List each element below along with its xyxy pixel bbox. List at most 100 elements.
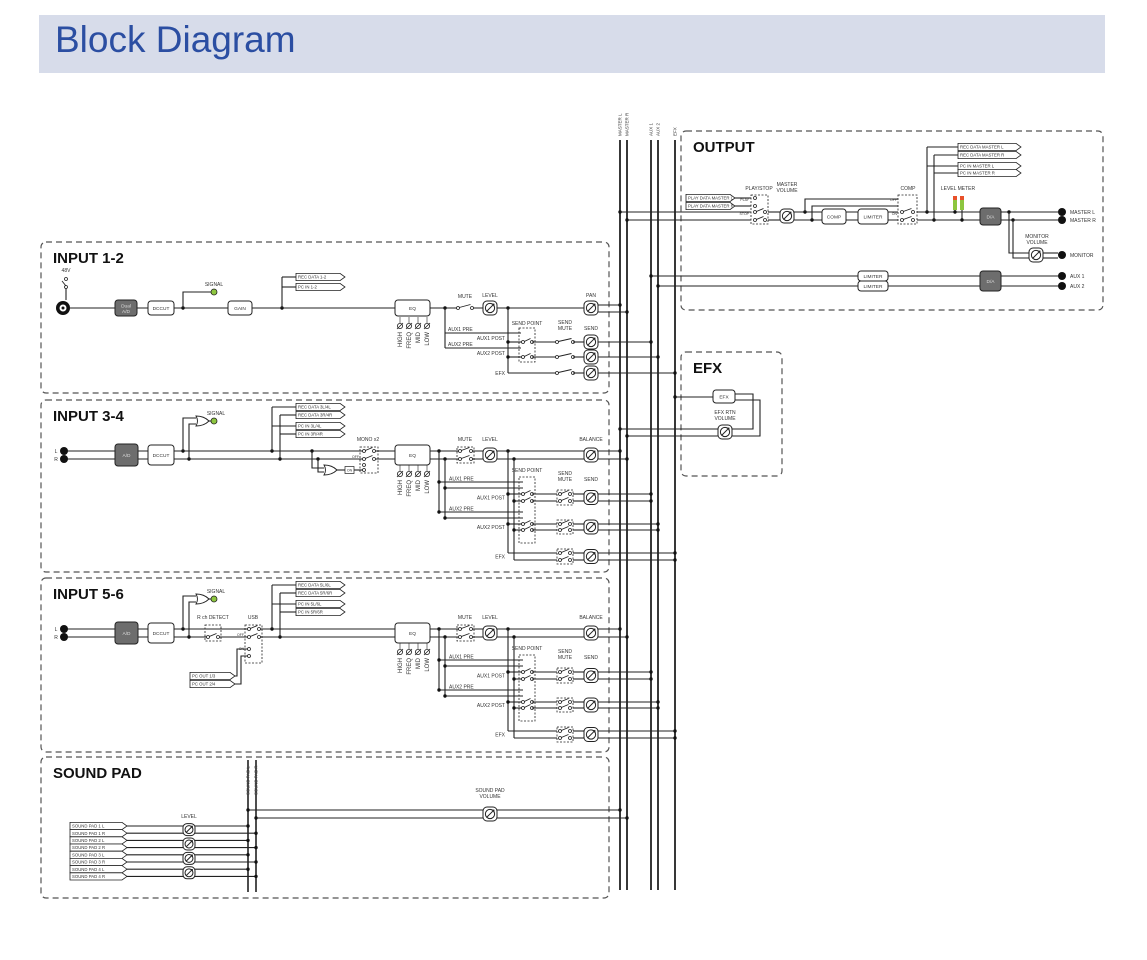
dccut-block xyxy=(147,444,175,466)
bus-label-aux2: AUX 2 xyxy=(656,122,661,136)
junction-dot xyxy=(625,816,629,820)
diagram-label: ON xyxy=(892,212,898,216)
play-stop-label: PLAY/STOP xyxy=(745,186,773,192)
eq-knob-arrow-icon xyxy=(396,648,404,656)
signal-tag-label: PC OUT 1/3 xyxy=(192,674,216,679)
junction-dot xyxy=(506,522,510,526)
junction-dot xyxy=(443,516,447,520)
junction-dot xyxy=(246,838,250,843)
switch-contact-icon xyxy=(247,647,251,651)
junction-dot xyxy=(656,355,660,359)
switch-contact-icon xyxy=(521,522,525,526)
switch-gap xyxy=(560,671,570,673)
diagram-label: SIGNAL xyxy=(207,411,226,417)
switch-lever-icon xyxy=(209,633,217,637)
signal-tag xyxy=(189,680,236,688)
knob-arrowhead-icon xyxy=(190,868,193,872)
switch-gap xyxy=(364,458,374,460)
switch-lever-icon xyxy=(561,704,569,708)
knob-arrow-icon xyxy=(587,552,596,561)
knob-arrow-icon xyxy=(587,337,596,346)
signal-tag xyxy=(295,410,346,420)
junction-dot xyxy=(618,808,622,812)
send-mute-switch xyxy=(556,548,574,565)
switch-lever-icon xyxy=(461,633,470,637)
switch-contact-icon xyxy=(900,210,904,214)
level-meter-peak xyxy=(960,196,964,200)
knob-arrow-icon xyxy=(185,840,193,848)
switch-lever-icon xyxy=(524,526,531,530)
signal-tag xyxy=(69,843,128,852)
junction-dot xyxy=(618,303,622,307)
dual-ad-converter-label: A/D xyxy=(122,309,131,315)
junction-dot xyxy=(512,499,516,503)
junction-dot xyxy=(618,449,622,453)
signal-led-icon xyxy=(210,595,218,603)
switch-gap xyxy=(460,458,471,460)
signal-line xyxy=(182,291,211,308)
level-meter-label: LEVEL METER xyxy=(941,186,976,192)
junction-dot xyxy=(649,492,653,496)
switch-lever-icon xyxy=(561,675,569,679)
junction-dot xyxy=(512,706,516,710)
switch-gap xyxy=(560,737,570,739)
switch-lever-icon xyxy=(524,675,531,679)
signal-tag xyxy=(69,858,128,866)
signal-line xyxy=(235,655,248,685)
dccut-block-label: DCCUT xyxy=(153,306,170,312)
send-point-switch xyxy=(518,327,536,363)
switch-contact-icon xyxy=(568,558,572,562)
diagram-label: MUTE xyxy=(458,294,473,300)
switch-contact-icon xyxy=(362,468,366,472)
dual-ad-converter-label: Dual xyxy=(121,303,131,309)
signal-tag-label: SOUND PAD 2 L xyxy=(72,838,105,843)
knob-arrowhead-icon xyxy=(592,628,596,632)
signal-tag-label: PC IN 5R/6R xyxy=(298,610,323,615)
signal-line xyxy=(804,198,898,212)
switch-contact-icon xyxy=(257,635,261,639)
switch-contact-icon xyxy=(568,677,572,681)
switch-contact-icon xyxy=(558,558,562,562)
signal-tag-label: PC IN 3L/4L xyxy=(298,424,322,429)
ad-converter-label: A/D xyxy=(123,631,132,637)
sound-pad-section xyxy=(40,756,610,899)
output-jack-label: MASTER L xyxy=(1070,210,1095,216)
diagram-label: AUX2 POST xyxy=(477,525,505,531)
efx-block-label: EFX xyxy=(719,395,729,401)
switch-gap xyxy=(523,341,532,343)
knob-arrow-icon xyxy=(587,671,596,680)
switch-lever-icon xyxy=(561,734,569,738)
switch-contact-icon xyxy=(568,492,572,496)
eq-band-label: FREQ xyxy=(407,658,413,675)
send-mute-switch xyxy=(556,519,574,535)
knob-arrowhead-icon xyxy=(491,809,495,813)
diagram-label: MONITOR xyxy=(1025,234,1049,240)
switch-gap xyxy=(557,341,573,343)
dual-ad-converter xyxy=(114,299,138,317)
junction-dot xyxy=(506,355,510,359)
signal-tag-label: REC DATA 3R/4R xyxy=(298,413,332,418)
diagram-label: R xyxy=(54,457,58,463)
signal-tag xyxy=(685,193,736,203)
dccut-block-label: DCCUT xyxy=(153,453,170,459)
switch-contact-icon xyxy=(521,670,525,674)
aux2-limiter-label: LIMITER xyxy=(864,284,883,290)
comp-block-label: COMP xyxy=(827,215,841,221)
signal-tag xyxy=(957,142,1022,152)
switch-contact-icon xyxy=(521,499,525,503)
switch-contact-icon xyxy=(247,635,251,639)
knob-arrow-icon xyxy=(486,303,495,312)
signal-tag-label: PC IN 5L/6L xyxy=(298,602,322,607)
switch-contact-icon xyxy=(558,670,562,674)
diagram-label: USB xyxy=(248,615,259,621)
knob-arrow-icon xyxy=(1032,250,1041,259)
knob-arrow-icon xyxy=(587,493,596,502)
da-converter xyxy=(979,207,1002,226)
signal-tag-label: PC OUT 2/4 xyxy=(192,682,216,687)
diagram-label: OFF xyxy=(890,198,897,202)
signal-led-icon xyxy=(210,288,218,296)
switch-contact-icon xyxy=(558,528,562,532)
eq-block xyxy=(394,622,431,644)
junction-dot xyxy=(254,816,258,820)
diagram-label: EFX xyxy=(495,555,505,561)
